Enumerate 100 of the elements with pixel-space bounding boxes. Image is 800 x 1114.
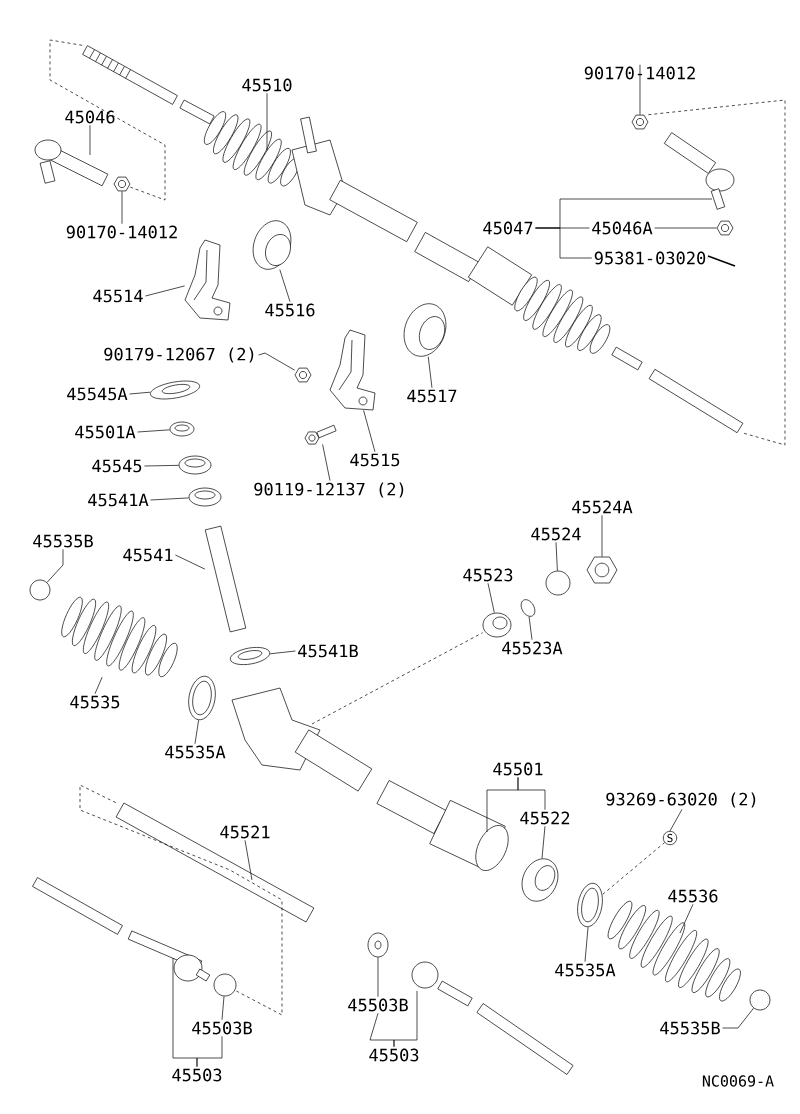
leader-line <box>555 541 558 571</box>
leader-line <box>150 497 189 501</box>
clamp-bracket-drawing <box>184 239 231 321</box>
leader-line <box>517 776 546 811</box>
part-number: 45541 <box>123 548 173 562</box>
leader-line <box>194 719 199 745</box>
leader-line <box>269 650 296 655</box>
part-number: 93269-63020 (2) <box>606 792 756 808</box>
leader-line <box>129 391 151 395</box>
hex-nut <box>631 114 649 130</box>
rack-bar-drawing <box>115 802 315 923</box>
leader-line <box>535 227 593 259</box>
leader-line <box>601 514 603 557</box>
part-number: 45545 <box>92 459 142 473</box>
hose-clamp <box>577 882 603 928</box>
wire-clip <box>29 579 51 601</box>
leader-line <box>541 825 546 859</box>
part-number: 90170-14012 <box>584 66 695 80</box>
adjusting-screw <box>545 570 571 596</box>
leader-line <box>639 64 641 116</box>
assembly-line <box>79 784 283 1016</box>
leader-line <box>679 903 694 934</box>
leader-line <box>279 269 291 303</box>
part-number: 45524A <box>572 500 633 514</box>
leader-line <box>266 92 268 151</box>
washer <box>213 973 237 997</box>
tie-rod-drawing <box>32 877 211 982</box>
part-number: 45503 <box>172 1068 222 1082</box>
assembly-line <box>311 632 483 725</box>
part-number: 45522 <box>520 811 570 825</box>
ring-drawing <box>229 647 271 665</box>
leader-line <box>322 444 331 481</box>
leader-line <box>46 548 64 583</box>
leader-line <box>258 352 295 371</box>
bushing-drawing <box>403 303 447 357</box>
part-number: 45503B <box>192 1021 252 1035</box>
bolt-drawing <box>304 424 337 445</box>
leader-line <box>145 285 185 297</box>
part-number: 45523 <box>463 568 513 582</box>
leader-line <box>669 809 683 832</box>
part-number: 45535B <box>660 1021 720 1035</box>
rack-guide-drawing <box>482 612 512 638</box>
part-number: 45541B <box>298 644 358 658</box>
part-number: 45535A <box>555 963 616 977</box>
drawing-number: NC0069-A <box>702 1075 774 1087</box>
part-number: 45541A <box>88 493 149 507</box>
leader-line <box>89 124 91 156</box>
rack-housing-drawing <box>179 99 480 282</box>
assembly-line <box>49 39 166 201</box>
circled-letter: S <box>662 830 678 846</box>
leader-line <box>121 190 123 225</box>
leader-line <box>722 1007 754 1029</box>
ring-drawing <box>150 380 200 400</box>
part-number: 45047 <box>483 221 533 235</box>
leader-line <box>175 554 206 570</box>
part-number: 90119-12137 (2) <box>254 482 404 498</box>
part-number: 90179-12067 (2) <box>104 347 254 363</box>
hex-nut <box>716 220 734 236</box>
part-number: 45535 <box>70 695 120 709</box>
part-number: 45535A <box>165 745 226 759</box>
tie-rod-drawing <box>82 45 178 105</box>
part-number: 45516 <box>265 303 315 317</box>
ring-drawing <box>169 421 195 437</box>
leader-line <box>707 257 709 259</box>
leader-line <box>487 582 495 613</box>
leader-line <box>94 676 103 695</box>
part-number: 45046 <box>65 110 115 124</box>
lock-nut <box>586 556 618 584</box>
ring-drawing <box>188 487 222 507</box>
leader-line <box>196 1035 223 1068</box>
part-number: 45521 <box>220 825 270 839</box>
part-number: 45501 <box>493 762 543 776</box>
part-number: 45523A <box>502 641 563 655</box>
washer <box>367 932 389 958</box>
hex-nut <box>113 176 131 192</box>
part-number: 45503B <box>348 998 408 1012</box>
assembly-line <box>648 99 786 446</box>
rack-guide-drawing <box>521 858 559 902</box>
leader-line <box>221 995 225 1021</box>
part-number: 45535B <box>33 534 93 548</box>
part-number: 45536 <box>668 889 718 903</box>
tie-rod-end-drawing <box>663 132 735 210</box>
ring-drawing <box>178 455 212 475</box>
leader-line <box>393 990 418 1048</box>
leader-line <box>528 616 533 641</box>
part-number: 45515 <box>350 453 400 467</box>
leader-line <box>584 926 589 963</box>
part-number: 45046A <box>592 221 653 235</box>
rack-boot-drawing <box>61 596 178 678</box>
pinion-shaft-drawing <box>204 525 247 633</box>
part-number: 45503 <box>369 1048 419 1062</box>
clamp-bracket-drawing <box>329 329 376 411</box>
hose-clamp <box>188 675 216 721</box>
hex-nut <box>294 367 312 383</box>
part-number: 45545A <box>67 387 128 401</box>
part-number: 45517 <box>407 389 457 403</box>
part-number: 45501A <box>75 425 136 439</box>
leader-line <box>137 429 170 433</box>
wire-clip <box>749 989 771 1011</box>
assembly-line <box>602 842 665 895</box>
